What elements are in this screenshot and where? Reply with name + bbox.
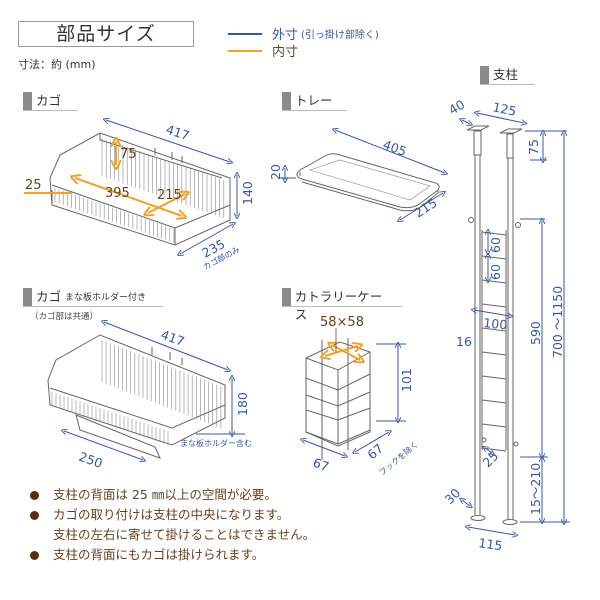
dim-cutlery-depth-note: フックを除く <box>377 439 420 478</box>
legend-inner: 内寸 <box>228 41 379 60</box>
section-marker <box>282 92 291 110</box>
dim-pole-diameter: 16 <box>456 334 472 349</box>
dim-pole-top-plate: 40 <box>446 97 467 118</box>
note-text: 支柱の背面にもカゴは掛けられます。 <box>53 547 265 562</box>
basket-common-note: （カゴ部は共通） <box>30 312 99 322</box>
section-marker <box>282 288 291 306</box>
ladder-rung <box>481 327 507 332</box>
section-header-cutlery: カトラリーケース <box>282 288 402 322</box>
dim-basket-inner-width: 395 <box>105 186 130 201</box>
page-title: 部品サイズ <box>18 21 194 47</box>
note-text: カゴの取り付けは支柱の中央になります。 <box>53 507 290 522</box>
dim-holder-length: 250 <box>77 449 105 471</box>
dim-pole-rung-pitch-2: 60 <box>488 264 503 280</box>
legend-inner-label: 内寸 <box>272 45 299 60</box>
dim-pole-spacing-bottom: 115 <box>478 535 504 553</box>
dim-tray-depth: 215 <box>411 195 439 221</box>
basket-holder-dimensions: 417 180 まな板ホルダー含む 250 <box>64 322 252 471</box>
note-text: 支柱の背面は 25 ㎜以上の空間が必要。 <box>53 487 277 502</box>
section-sublabel: まな板ホルダー付き <box>65 293 147 303</box>
note-item: 支柱の背面は 25 ㎜以上の空間が必要。 <box>30 485 315 505</box>
dim-pole-spacing-top: 125 <box>491 99 517 119</box>
dim-line-width <box>106 120 230 162</box>
legend-outer: 外寸 (引っ掛け部除く) <box>228 24 379 43</box>
dim-pole-hook: 25 <box>480 448 502 470</box>
basket-wire-grid <box>54 138 225 243</box>
note-text: 支柱の左右に寄せて掛けることはできません。 <box>53 527 316 542</box>
dim-tray-width: 405 <box>381 137 409 159</box>
dim-holder-width: 417 <box>159 327 187 349</box>
section-label: カゴ <box>36 289 62 304</box>
outer-line-swatch <box>228 32 262 35</box>
section-label: カトラリーケース <box>294 289 383 322</box>
section-marker <box>23 92 32 110</box>
dim-pole-total-height: 700 ～1150 <box>550 286 565 358</box>
ladder-rung <box>481 423 507 428</box>
section-label: カゴ <box>36 93 62 108</box>
cutlery-drawing <box>305 338 371 460</box>
legend: 外寸 (引っ掛け部除く) 内寸 <box>228 24 379 60</box>
dim-holder-height: 180 <box>235 392 250 416</box>
ladder-rung <box>481 303 507 308</box>
dim-pole-inner-width: 100 <box>483 315 508 332</box>
dim-line-depth <box>180 224 233 254</box>
legend-outer-note: (引っ掛け部除く) <box>301 30 379 41</box>
ladder-rung <box>481 375 507 380</box>
section-header-pole: 支柱 <box>480 66 535 85</box>
dim-holder-height-note: まな板ホルダー含む <box>180 438 252 448</box>
dim-cutlery-width: 67 <box>311 455 331 475</box>
dim-pole-rung-pitch-1: 60 <box>488 237 503 253</box>
notes-list: 支柱の背面は 25 ㎜以上の空間が必要。 カゴの取り付けは支柱の中央になります。… <box>30 485 315 565</box>
section-label: 支柱 <box>493 67 519 82</box>
ladder-rung <box>481 255 507 260</box>
dim-cutlery-height: 101 <box>399 368 414 392</box>
basket-holder-wire-grid <box>51 340 222 446</box>
dim-pole-ladder-height: 590 <box>528 321 543 345</box>
note-item: 支柱の背面にもカゴは掛けられます。 <box>30 545 315 565</box>
dim-basket-inner-depth: 215 <box>157 188 182 203</box>
cutlery-dimensions: 58×58 101 67 67 フックを除く <box>303 315 420 478</box>
dim-basket-inner-side: 25 <box>25 178 42 193</box>
pole-dimensions: 40 125 75 700 ～1150 590 15～210 60 60 100… <box>442 97 570 553</box>
dim-basket-height: 140 <box>240 181 255 205</box>
inner-line-swatch <box>228 49 262 52</box>
ladder-rung <box>481 351 507 356</box>
dim-pole-bottom-adjust: 15～210 <box>528 463 543 515</box>
ladder-rung <box>481 399 507 404</box>
dim-cutlery-opening: 58×58 <box>320 315 364 330</box>
note-item: カゴの取り付けは支柱の中央になります。 支柱の左右に寄せて掛けることはできません… <box>30 505 315 545</box>
ladder-rung <box>481 231 507 236</box>
basket-drawing <box>49 132 231 246</box>
dim-cutlery-depth: 67 <box>364 441 386 463</box>
section-marker <box>480 66 489 84</box>
section-label: トレー <box>295 93 333 108</box>
tray-dimensions: 405 215 20 <box>268 130 445 221</box>
section-header-basket-holder: カゴ まな板ホルダー付き <box>23 288 163 307</box>
section-marker <box>23 288 32 306</box>
dim-pole-foot: 30 <box>442 485 464 507</box>
pole-drawing <box>466 125 523 525</box>
units-label: 寸法：約 (mm) <box>18 58 96 71</box>
dim-pole-top-extension: 75 <box>526 139 541 155</box>
basket-dimensions: 417 140 235 カゴ部のみ 75 395 215 25 <box>24 120 255 272</box>
dim-basket-width: 417 <box>164 122 191 144</box>
bullet-icon <box>30 511 39 520</box>
section-header-basket: カゴ <box>23 92 78 111</box>
dim-tray-height: 20 <box>268 164 283 180</box>
bullet-icon <box>30 551 39 560</box>
bullet-icon <box>30 491 39 500</box>
dim-basket-inner-height: 75 <box>120 147 137 162</box>
legend-outer-label: 外寸 <box>272 28 299 43</box>
section-header-tray: トレー <box>282 92 347 111</box>
